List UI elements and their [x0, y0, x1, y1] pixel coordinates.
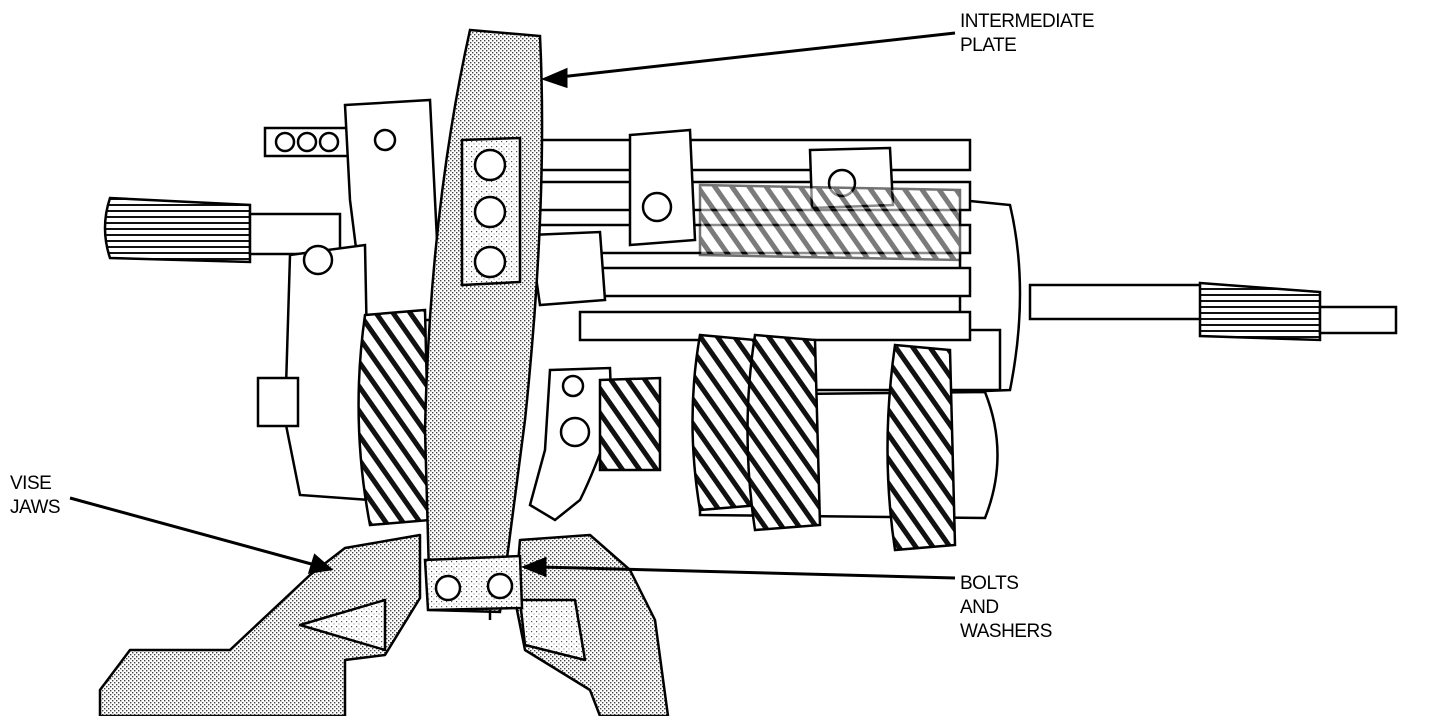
vise-jaw-left — [98, 533, 422, 716]
shift-rail — [518, 138, 972, 172]
leader-vise-jaws — [69, 496, 316, 567]
shift-fork — [628, 128, 697, 247]
leader-lines — [69, 31, 956, 580]
intermediate-plate — [423, 28, 544, 620]
front-gear — [357, 308, 432, 527]
shift-rail — [578, 310, 972, 342]
callout-bolts-and-washers: BOLTS AND WASHERS — [960, 572, 1052, 644]
plate-hole — [473, 195, 507, 229]
shift-fork — [528, 230, 607, 307]
callout-intermediate-plate: INTERMEDIATE PLATE — [960, 10, 1095, 58]
fork-bolt — [641, 191, 673, 223]
callout-line: BOLTS — [960, 573, 1019, 594]
callout-line: PLATE — [960, 35, 1017, 56]
callout-line: VISE — [10, 473, 52, 494]
vise-jaw-left-bevel — [298, 598, 387, 652]
vise-jaws — [98, 533, 670, 716]
leader-intermediate-plate — [559, 31, 956, 79]
shift-forks — [528, 128, 895, 522]
callout-line: JAWS — [10, 497, 61, 518]
main-shafts — [103, 126, 1398, 342]
input-shaft-splines — [103, 196, 252, 264]
gear — [691, 333, 762, 512]
vise-jaw-right — [513, 533, 670, 716]
callout-vise-jaws: VISE JAWS — [10, 472, 61, 520]
callout-line: AND — [960, 597, 999, 618]
front-bolt — [302, 244, 334, 276]
gear — [598, 376, 662, 472]
gear — [746, 333, 822, 532]
front-housing — [256, 98, 442, 502]
output-shaft-splines — [1198, 281, 1322, 342]
counter-gears — [598, 183, 962, 552]
callout-line: INTERMEDIATE — [960, 11, 1095, 32]
plate-hole — [473, 245, 507, 279]
gear — [698, 183, 962, 262]
gear — [886, 343, 957, 552]
leader-bolts-washers — [539, 565, 956, 580]
shift-rail — [558, 266, 972, 298]
vise-jaw-right-inner — [518, 598, 587, 662]
callout-line: WASHERS — [960, 621, 1052, 642]
output-shaft-tip — [1318, 305, 1398, 335]
plate-hole — [473, 148, 507, 182]
output-shaft — [1028, 283, 1222, 321]
